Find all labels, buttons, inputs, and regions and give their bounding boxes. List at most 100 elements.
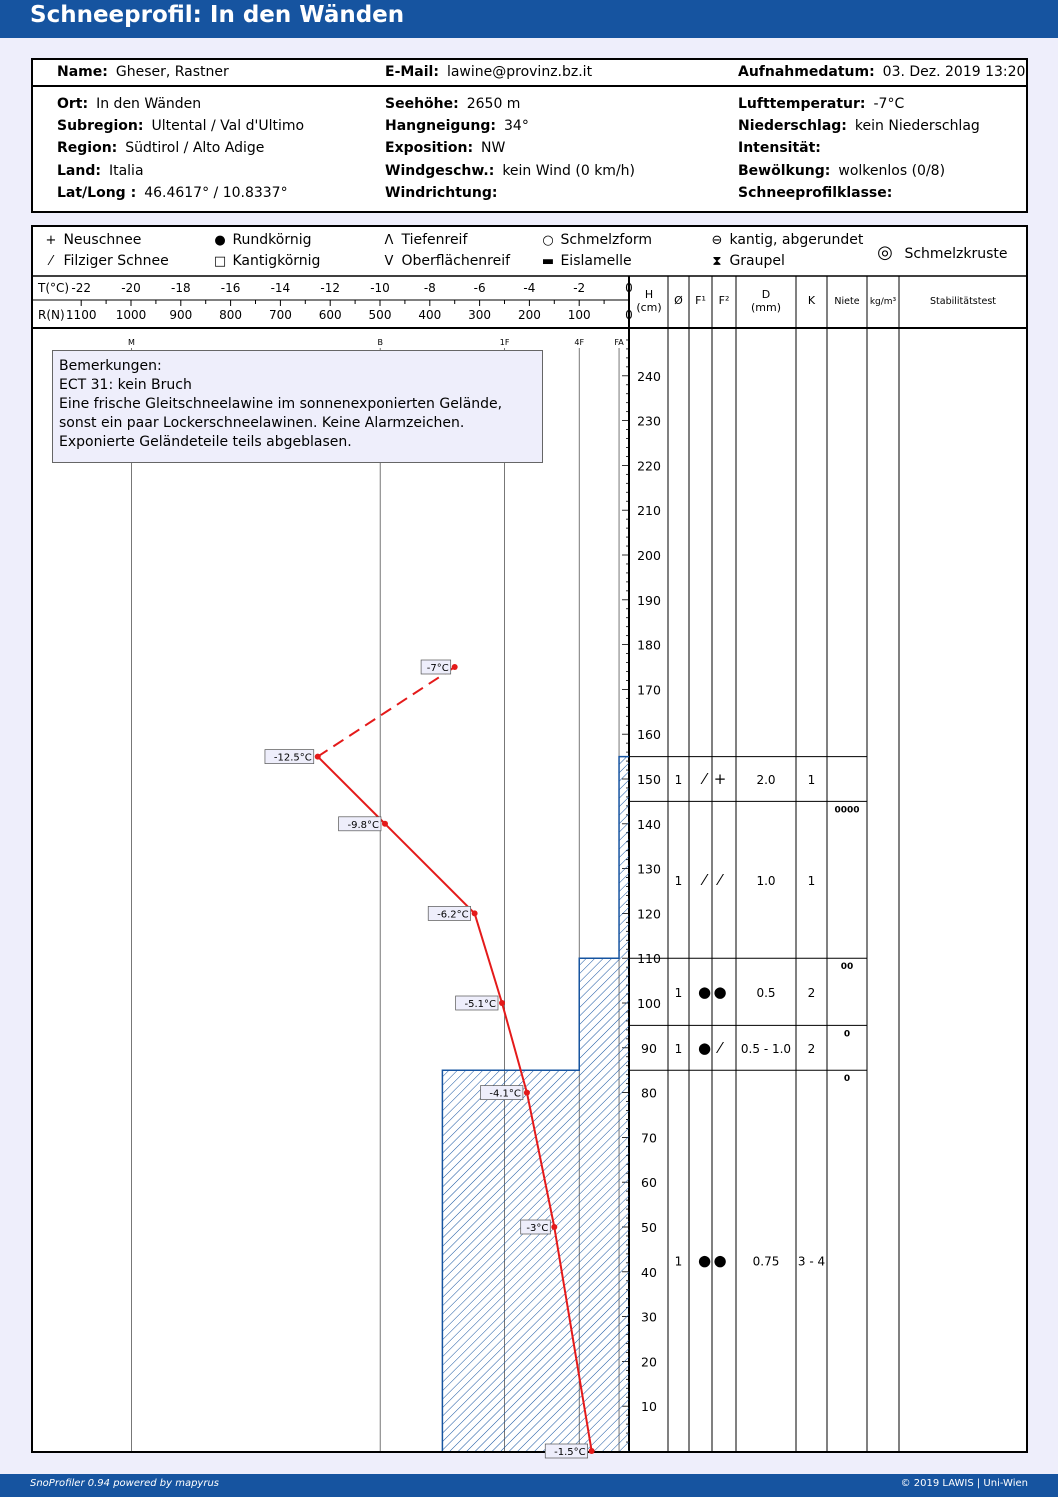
height-tick-label: 160 <box>637 727 661 742</box>
footer-credit: SnoProfiler 0.94 powered by mapyrus <box>30 1478 220 1489</box>
temperature-label: -7°C <box>427 663 449 674</box>
temperature-point <box>451 664 458 670</box>
remarks-title: Bemerkungen: <box>59 358 162 374</box>
temp-tick-label: -20 <box>121 281 141 295</box>
temperature-label: -5.1°C <box>465 999 497 1010</box>
metadata-panel <box>31 58 1028 213</box>
meta-niederschlag: Niederschlag:kein Niederschlag <box>738 118 980 134</box>
resistance-tick-label: 500 <box>369 308 392 322</box>
height-tick-label: 210 <box>637 503 661 518</box>
caret-down-icon: V <box>384 254 394 269</box>
footer-bar <box>0 1474 1058 1497</box>
meta-date: Aufnahmedatum:03. Dez. 2019 13:20 <box>738 64 1026 80</box>
footer-copyright: © 2019 LAWIS | Uni-Wien <box>900 1478 1028 1489</box>
layer-grain-size: 0.75 <box>753 1255 780 1269</box>
hardness-outline <box>441 755 629 1451</box>
temp-axis-label: T(°C) <box>37 281 69 295</box>
temperature-label-box <box>420 659 452 675</box>
temp-tick-label: -4 <box>523 281 535 295</box>
resistance-axis-label: R(N) <box>38 308 65 322</box>
legend-item-kantigkoernig: □ Kantigkörnig <box>213 253 321 269</box>
double-circle-icon: ◎ <box>877 242 893 263</box>
col-header-niete: Niete <box>834 296 859 307</box>
hardness-layer <box>619 756 629 959</box>
height-tick-label: 40 <box>641 1265 657 1280</box>
temperature-segment <box>317 755 386 825</box>
temperature-label: -6.2°C <box>437 909 469 920</box>
hourglass-icon: ⧗ <box>712 254 722 269</box>
resistance-tick-label: 900 <box>169 308 192 322</box>
layer-grain-size: 0.5 - 1.0 <box>741 1042 791 1056</box>
height-tick-label: 70 <box>641 1130 657 1145</box>
resistance-tick-label: 1000 <box>116 308 147 322</box>
remarks-line: Exponierte Geländeteile teils abgeblasen… <box>59 434 352 450</box>
meta-land: Land:Italia <box>57 163 144 179</box>
filled-circle-icon: ● <box>214 233 226 248</box>
height-tick-label: 240 <box>637 369 661 384</box>
temp-tick-label: -10 <box>370 281 390 295</box>
legend-item-neuschnee: + Neuschnee <box>43 232 142 248</box>
meta-lufttemperatur: Lufttemperatur:-7°C <box>738 96 905 112</box>
temperature-label-box <box>520 1219 551 1235</box>
temperature-segment <box>384 823 476 915</box>
height-tick-label: 190 <box>637 593 661 608</box>
temp-tick-label: -22 <box>71 281 91 295</box>
col-header-diameter: Ø <box>674 294 683 307</box>
resistance-tick-label: 400 <box>418 308 441 322</box>
height-tick-label: 100 <box>637 996 661 1011</box>
temperature-segment <box>473 913 503 1004</box>
hardness-grid-label: M <box>128 338 135 347</box>
resistance-tick-label: 100 <box>568 308 591 322</box>
legend-item-eislamelle: ▬ Eislamelle <box>541 253 632 269</box>
rounded-square-icon: ⊖ <box>711 233 723 248</box>
resistance-tick-label: 600 <box>319 308 342 322</box>
col-header-f2: F² <box>719 294 730 307</box>
caret-up-icon: Λ <box>384 233 394 248</box>
meta-seehoehe: Seehöhe:2650 m <box>385 96 521 112</box>
temp-tick-label: -16 <box>221 281 241 295</box>
layer-hardness: 2 <box>808 986 816 1000</box>
temp-tick-label: -18 <box>171 281 191 295</box>
height-tick-label: 150 <box>637 772 661 787</box>
temp-tick-label: -12 <box>320 281 340 295</box>
layer-grain-f2: ● <box>713 983 726 1001</box>
height-tick-label: 20 <box>641 1354 657 1369</box>
plus-icon: + <box>45 233 57 248</box>
resistance-tick-label: 300 <box>468 308 491 322</box>
temperature-label-box <box>264 749 315 764</box>
remarks-line: Eine frische Gleitschneelawine im sonnen… <box>59 396 503 412</box>
niete-marker: 0 <box>844 1074 850 1084</box>
height-tick-label: 140 <box>637 817 661 832</box>
layer-grain-f1: ● <box>698 983 711 1001</box>
title-bar <box>0 0 1058 38</box>
temperature-label-box <box>455 995 499 1011</box>
height-tick-label: 180 <box>637 638 661 653</box>
legend-item-graupel: ⧗ Graupel <box>709 253 784 269</box>
height-tick-label: 230 <box>637 414 661 429</box>
layer-grain-f1: ● <box>698 1039 711 1057</box>
hardness-grid-label: FA <box>614 338 624 347</box>
temperature-point <box>381 820 388 827</box>
hardness-grid-label: 4F <box>574 338 584 347</box>
resistance-tick-label: 200 <box>518 308 541 322</box>
height-tick-label: 50 <box>641 1220 657 1235</box>
temperature-label: -3°C <box>526 1223 548 1234</box>
height-tick-label: 200 <box>637 548 661 563</box>
temperature-segment <box>553 1226 593 1452</box>
col-header-density: kg/m³ <box>870 297 897 307</box>
height-tick-label: 60 <box>641 1175 657 1190</box>
meta-windrichtung: Windrichtung: <box>385 185 498 201</box>
layer-hardness: 1 <box>808 773 816 787</box>
meta-bewoelkung: Bewölkung:wolkenlos (0/8) <box>738 163 946 179</box>
legend-item-kantig-abgerundet: ⊖ kantig, abgerundet <box>709 232 864 248</box>
resistance-tick-label: 1100 <box>66 308 97 322</box>
temperature-label-box <box>338 816 382 832</box>
niete-marker: 00 <box>841 962 854 972</box>
temperature-label: -1.5°C <box>554 1447 586 1458</box>
hardness-grid-label: B <box>377 338 383 347</box>
resistance-tick-label: 800 <box>219 308 242 322</box>
col-header-d-unit: (mm) <box>751 301 781 314</box>
height-tick-label: 170 <box>637 682 661 697</box>
air-temperature-segment <box>317 666 456 758</box>
height-tick-label: 80 <box>641 1086 657 1101</box>
